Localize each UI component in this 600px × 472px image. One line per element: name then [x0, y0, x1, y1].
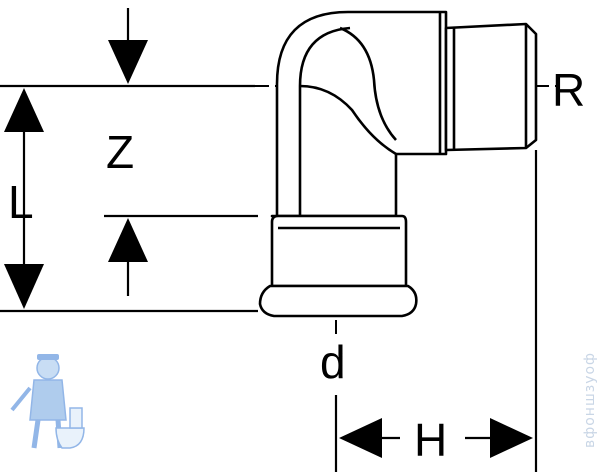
dimension-lines — [0, 8, 538, 472]
label-d: d — [320, 336, 346, 388]
watermark-text: вфоншзуоф — [582, 352, 598, 448]
l-arrow-up-icon — [4, 88, 44, 132]
elbow-bend-curve — [299, 84, 397, 156]
l-arrow-down-icon — [4, 264, 44, 309]
label-l: L — [8, 176, 34, 228]
elbow-fitting — [275, 10, 448, 218]
plumber-mascot-logo — [10, 354, 85, 449]
toilet-icon — [55, 427, 85, 449]
arrowheads — [4, 40, 533, 458]
z-arrow-down-icon — [108, 40, 148, 84]
label-r: R — [552, 64, 585, 116]
toilet-tank-icon — [69, 407, 83, 429]
socket-body — [270, 214, 408, 288]
label-z: Z — [106, 126, 134, 178]
mascot-head — [36, 356, 60, 380]
mascot-cap — [37, 354, 59, 360]
mascot-arm — [10, 386, 32, 412]
mascot-body — [29, 379, 67, 421]
z-arrow-up-icon — [108, 218, 148, 262]
press-socket — [258, 214, 418, 318]
thread-body — [444, 22, 538, 152]
h-arrow-right-icon — [490, 418, 533, 458]
socket-bead — [258, 284, 418, 318]
label-h: H — [414, 414, 447, 466]
elbow-hex-face — [339, 26, 397, 141]
h-arrow-left-icon — [339, 418, 382, 458]
threaded-end — [444, 22, 538, 152]
